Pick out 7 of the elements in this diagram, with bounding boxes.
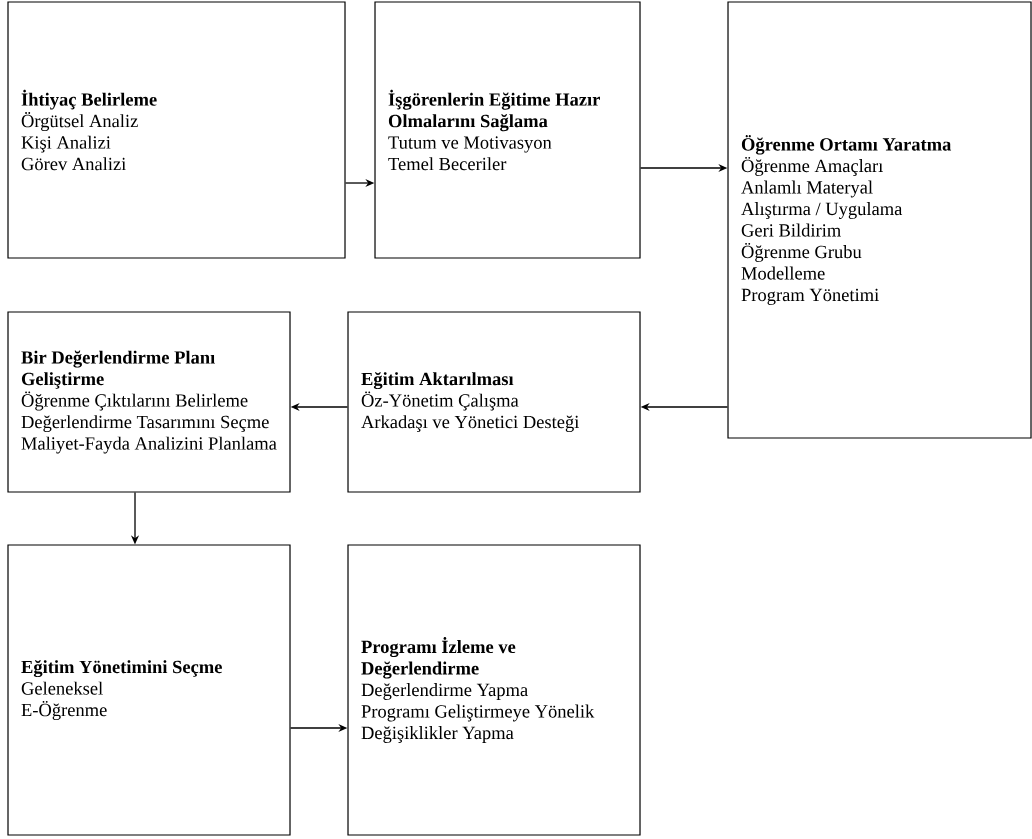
process-box: İhtiyaç Belirleme Örgütsel Analiz Kişi Analizi Görev Analizi bbox=[7, 1, 346, 259]
process-box: Bir Değerlendirme Planı Geliştirme Öğrenme Çıktılarını Belirleme Değerlendirme Tasarımını Seçme Maliyet-Fayda Analizini Planlama bbox=[7, 311, 291, 493]
process-box: İşgörenlerin Eğitime Hazır Olmalarını Sağlama Tutum ve Motivasyon Temel Beceriler bbox=[374, 1, 641, 259]
process-box: Eğitim Aktarılması Öz-Yönetim Çalışma Arkadaşı ve Yönetici Desteği bbox=[347, 311, 641, 493]
process-box: Programı İzleme ve Değerlendirme Değerlendirme Yapma Programı Geliştirmeye Yönelik Değişiklikler Yapma bbox=[347, 544, 641, 836]
process-box: Öğrenme Ortamı Yaratma Öğrenme Amaçları Anlamlı Materyal Alıştırma / Uygulama Geri Bildirim Öğrenme Grubu Modelleme Program Yönetimi bbox=[727, 1, 1032, 439]
process-box: Eğitim Yönetimini Seçme Geleneksel E-Öğrenme bbox=[7, 544, 291, 836]
